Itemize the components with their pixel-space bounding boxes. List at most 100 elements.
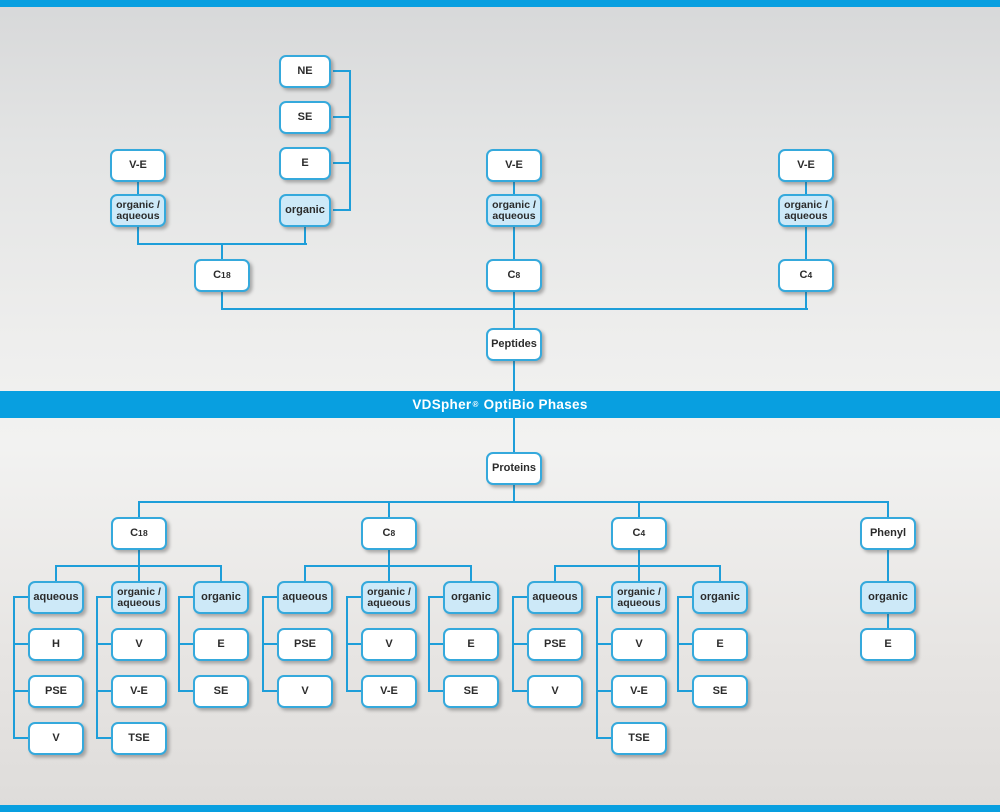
connector-line [388,565,390,582]
connector-line [638,565,640,582]
node-phenyl-proteins: Phenyl [860,517,916,550]
connector-line [887,501,889,518]
node-phenyl-organic-e: E [860,628,916,661]
banner-brand: VDSpher [412,397,472,412]
node-orgaq-c4: organic / aqueous [611,581,667,614]
node-gradient-ne: NE [279,55,331,88]
connector-line [677,690,692,692]
node-c8-orgaq-v: V [361,628,417,661]
connector-line [262,596,277,598]
connector-line [805,226,807,260]
node-orgaq-c8-peptides: organic / aqueous [486,194,542,227]
connector-line [513,226,515,260]
connector-line [596,737,611,739]
connector-line [596,596,598,739]
connector-line [677,596,692,598]
connector-line [513,181,515,195]
connector-line [137,181,139,195]
connector-line [887,549,889,582]
connector-line [137,226,139,245]
node-c18-organic-se: SE [193,675,249,708]
connector-line [513,418,515,453]
connector-line [512,643,527,645]
connector-line [178,643,193,645]
connector-line [512,596,527,598]
bottom-accent-bar [0,805,1000,812]
node-c8-aqueous-v: V [277,675,333,708]
node-orgaq-c8: organic / aqueous [361,581,417,614]
connector-line [346,643,361,645]
connector-line [262,690,277,692]
connector-line [304,226,306,245]
connector-line [805,181,807,195]
node-c18-orgaq-tse: TSE [111,722,167,755]
connector-line [596,596,611,598]
top-accent-bar [0,0,1000,7]
connector-line [304,565,306,582]
node-c4-organic-se: SE [692,675,748,708]
connector-line [512,690,527,692]
node-c4-organic-e: E [692,628,748,661]
connector-line [513,360,515,392]
connector-line [96,643,111,645]
node-proteins-root: Proteins [486,452,542,485]
connector-line [554,565,556,582]
connector-line [333,70,351,72]
connector-line [346,690,361,692]
node-organic-phenyl: organic [860,581,916,614]
connector-line [596,690,611,692]
node-organic-c8: organic [443,581,499,614]
connector-line [638,549,640,567]
connector-line [428,643,443,645]
connector-line [96,596,98,739]
connector-line [13,737,28,739]
connector-line [262,643,277,645]
node-c18-orgaq-v: V [111,628,167,661]
connector-line [333,209,351,211]
connector-line [13,596,15,739]
node-c4-aqueous-pse: PSE [527,628,583,661]
node-c8-organic-se: SE [443,675,499,708]
connector-line [220,565,222,582]
node-c8-organic-e: E [443,628,499,661]
connector-line [513,484,515,502]
connector-line [96,596,111,598]
connector-line [138,565,140,582]
connector-line [388,501,390,518]
connector-line [333,162,351,164]
node-gradient-e: E [279,147,331,180]
node-c4-aqueous-v: V [527,675,583,708]
node-c18-organic-e: E [193,628,249,661]
node-peptides-root: Peptides [486,328,542,361]
node-orgaq-c18-peptides: organic / aqueous [110,194,166,227]
connector-line [138,549,140,567]
connector-line [554,565,721,567]
node-ve-c8-peptides: V-E [486,149,542,182]
node-aqueous-c8: aqueous [277,581,333,614]
connector-line [138,501,889,503]
connector-line [178,596,193,598]
node-c8-orgaq-ve: V-E [361,675,417,708]
node-c4-orgaq-tse: TSE [611,722,667,755]
connector-line [346,596,361,598]
connector-line [470,565,472,582]
connector-line [13,643,28,645]
node-c18-aqueous-h: H [28,628,84,661]
connector-line [13,690,28,692]
connector-line [178,690,193,692]
node-gradient-se: SE [279,101,331,134]
node-c4-orgaq-v: V [611,628,667,661]
banner-vdspher-optibio-phases: VDSpher®OptiBio Phases [0,391,1000,418]
connector-line [428,596,443,598]
connector-line [13,596,28,598]
connector-line [805,291,807,309]
connector-line [596,643,611,645]
banner-rest: OptiBio Phases [483,397,588,412]
connector-line [388,549,390,567]
node-aqueous-c18: aqueous [28,581,84,614]
